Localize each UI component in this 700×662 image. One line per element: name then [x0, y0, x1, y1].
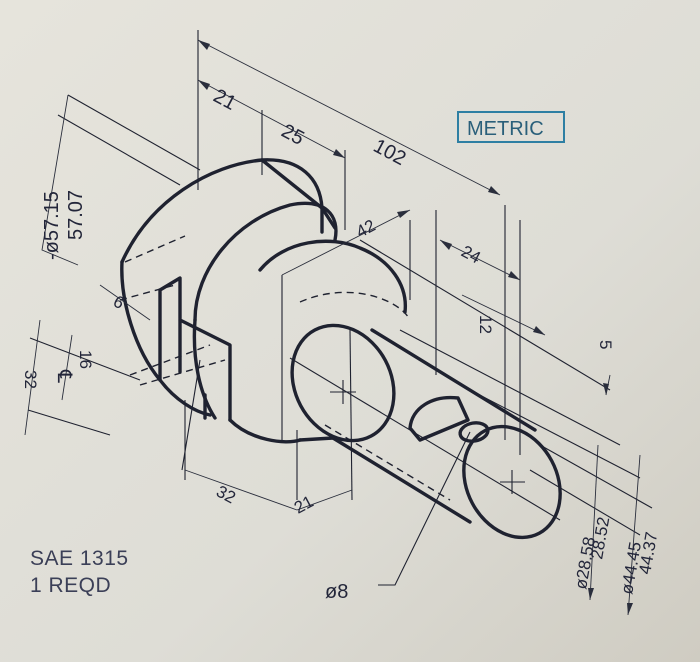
dim-line-42	[281, 209, 411, 276]
dim-line-16	[61, 334, 73, 401]
dim-diameter-57-07: 57.07	[65, 190, 87, 240]
flange-rear-arc	[120, 158, 324, 264]
dim-32-left: 32	[21, 370, 40, 389]
dim-5: 5	[596, 340, 615, 349]
dim-line-28	[589, 444, 599, 601]
dim-line-24	[439, 239, 521, 281]
dim-line-44	[627, 454, 641, 616]
hub-front-arc	[193, 201, 338, 322]
dimension-lines	[24, 39, 641, 616]
arrowheads	[198, 40, 633, 615]
dim-line-12	[461, 294, 546, 336]
material-note: SAE 1315	[30, 547, 129, 570]
quantity-note: 1 REQD	[30, 574, 111, 597]
shaft-base-ellipse	[290, 323, 396, 443]
dim-line-32-bottom	[184, 469, 298, 511]
metric-text: METRIC	[467, 118, 544, 140]
hidden-lines	[119, 235, 451, 501]
dim-line-21-25	[197, 79, 346, 159]
dim-12: 12	[476, 315, 495, 334]
metric-label: METRIC	[457, 111, 565, 143]
hub-to-shaft	[298, 436, 335, 442]
construction-lines	[27, 30, 653, 586]
dim-16: 16	[76, 350, 95, 369]
hub-rear-arc	[258, 239, 407, 314]
hub-bottom	[228, 418, 302, 444]
centerline-symbol: ℄	[53, 369, 75, 383]
dim-line-102	[197, 39, 501, 196]
shaft-bottom	[331, 436, 472, 524]
dim-line-57	[41, 94, 79, 266]
flange-front-arc	[120, 260, 212, 417]
shaft-top	[370, 328, 537, 432]
shaft-end-ellipse	[462, 424, 562, 540]
dim-line-32-left	[24, 319, 41, 436]
dim-diameter-57-15: -ø57.15	[41, 191, 63, 260]
part-outline	[120, 158, 562, 540]
dim-line-21-bottom	[296, 489, 353, 511]
hole	[458, 421, 490, 443]
slot-outline	[158, 276, 232, 422]
keyway	[408, 395, 470, 442]
dim-line-6	[99, 284, 151, 321]
hub-lower-left	[192, 318, 217, 420]
dim-hole-diameter: ø8	[325, 581, 348, 603]
